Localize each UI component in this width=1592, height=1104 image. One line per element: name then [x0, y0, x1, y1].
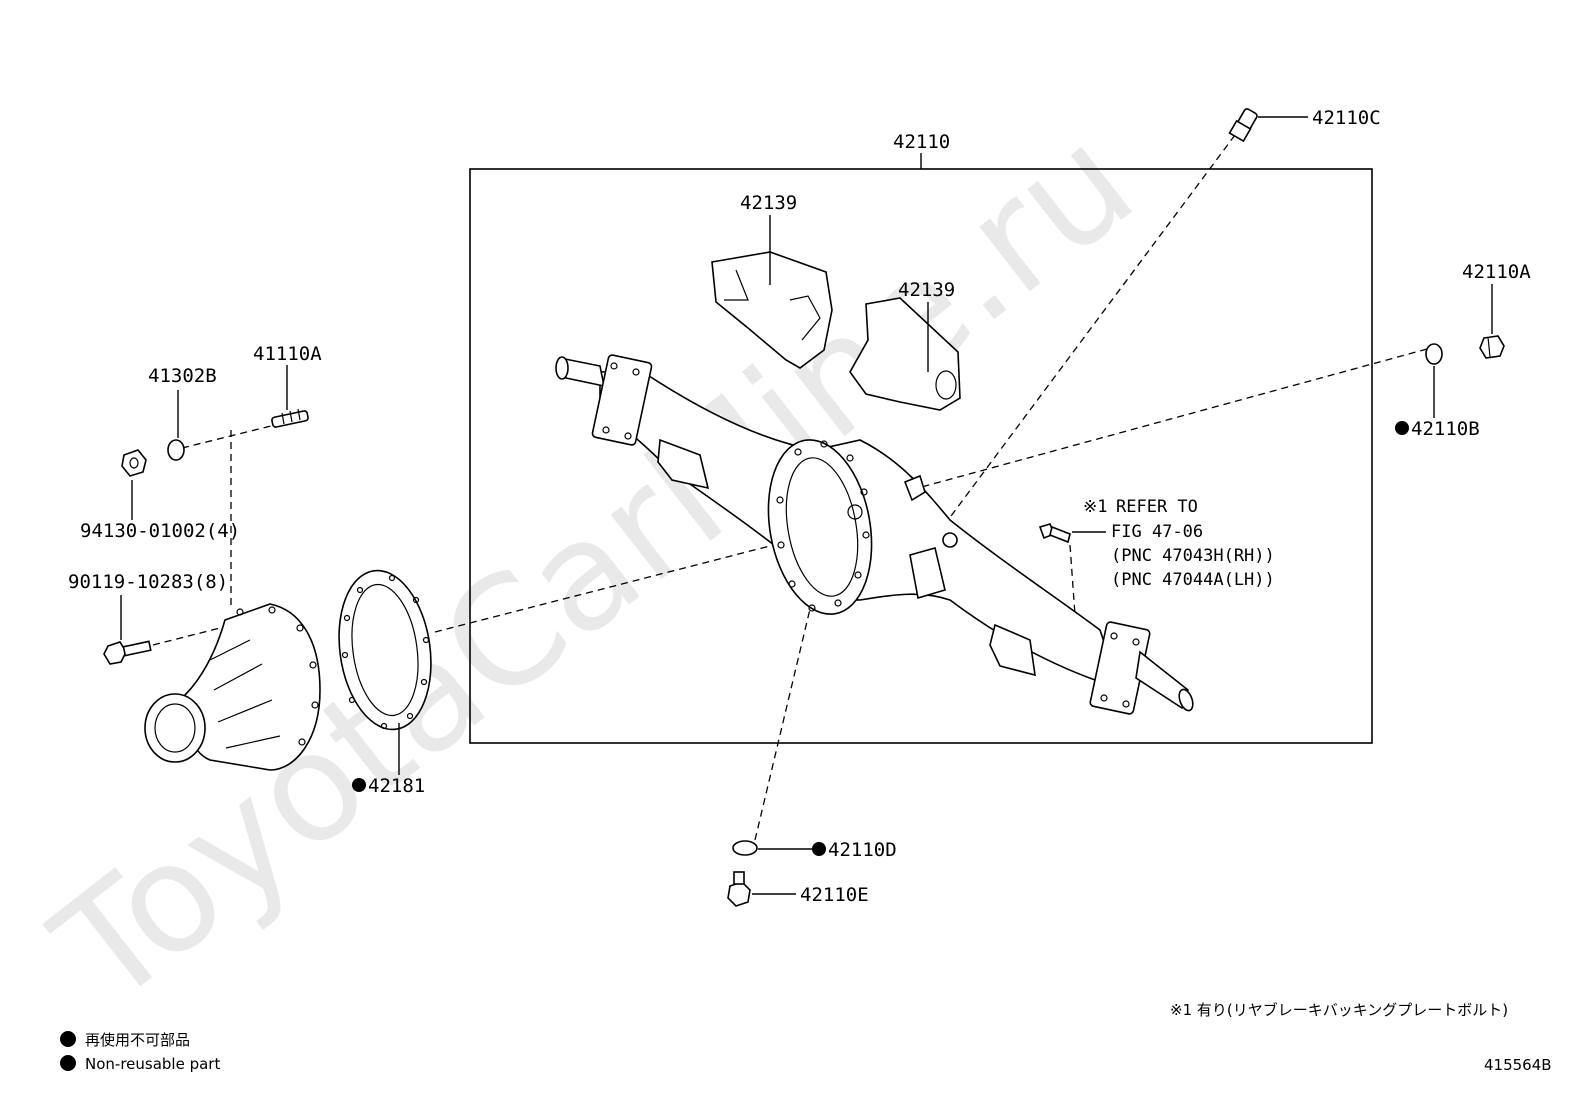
callout-42110D: 42110D: [828, 839, 897, 861]
gasket-42110B: [1425, 343, 1443, 365]
filler-plug-42110A: [1479, 335, 1505, 359]
dash-line-stud: [181, 424, 276, 449]
callout-94130: 94130-01002(4): [80, 520, 240, 542]
callout-42139-lower: 42139: [898, 279, 955, 301]
callout-42110C: 42110C: [1312, 107, 1381, 129]
dash-line-drain: [754, 587, 816, 841]
refer-note-line2: FIG 47-06: [1111, 522, 1203, 542]
carrier-gasket-42181: [338, 569, 432, 731]
group-label: 42110: [893, 131, 950, 153]
bolt-90119: [103, 640, 152, 665]
callout-90119: 90119-10283(8): [68, 571, 228, 593]
refer-note-line3: (PNC 47043H(RH)): [1111, 546, 1275, 566]
callout-42110A: 42110A: [1462, 261, 1531, 283]
legend-jp: 再使用不可部品: [85, 1031, 190, 1049]
refer-note-mark: ※1: [1083, 497, 1107, 517]
callout-42110E: 42110E: [800, 884, 869, 906]
callout-41302B: 41302B: [148, 365, 217, 387]
callout-42110B: 42110B: [1411, 418, 1480, 440]
refer-note-line1: REFER TO: [1116, 497, 1198, 517]
dash-line-backing-bolt: [1069, 544, 1076, 616]
bracket-42139-lower: [849, 297, 961, 411]
refer-note-line4: (PNC 47044A(LH)): [1111, 570, 1275, 590]
flange-bolt-holes: [776, 440, 870, 612]
dash-line-plug: [917, 348, 1428, 489]
callout-42181: 42181: [368, 775, 425, 797]
callout-42139-upper: 42139: [740, 192, 797, 214]
callout-41110A: 41110A: [253, 343, 322, 365]
nonreusable-dot-42110B: [1395, 421, 1409, 435]
dash-line-bolt: [152, 627, 221, 646]
figure-id: 415564B: [1484, 1056, 1552, 1074]
drain-plug-42110E: [727, 871, 751, 907]
nonreusable-dot-42181: [352, 778, 366, 792]
legend-en: Non-reusable part: [85, 1055, 220, 1073]
legend-dot-jp: [60, 1031, 76, 1047]
footnote: ※1 有り(リヤブレーキバッキングプレートボルト): [1170, 1001, 1508, 1019]
gasket-42110D: [732, 840, 758, 856]
breather-plug-42110C: [1228, 108, 1258, 143]
nut-94130: [121, 449, 147, 477]
differential-carrier: [144, 603, 321, 771]
nonreusable-dot-42110D: [812, 842, 826, 856]
axle-housing: [555, 354, 1194, 715]
dash-line-breather: [947, 134, 1236, 521]
backing-plate-bolt: [1038, 523, 1071, 544]
washer-41302B: [167, 439, 185, 461]
stud-41110A: [271, 408, 309, 428]
bracket-42139-upper: [711, 251, 833, 369]
legend-dot-en: [60, 1055, 76, 1071]
